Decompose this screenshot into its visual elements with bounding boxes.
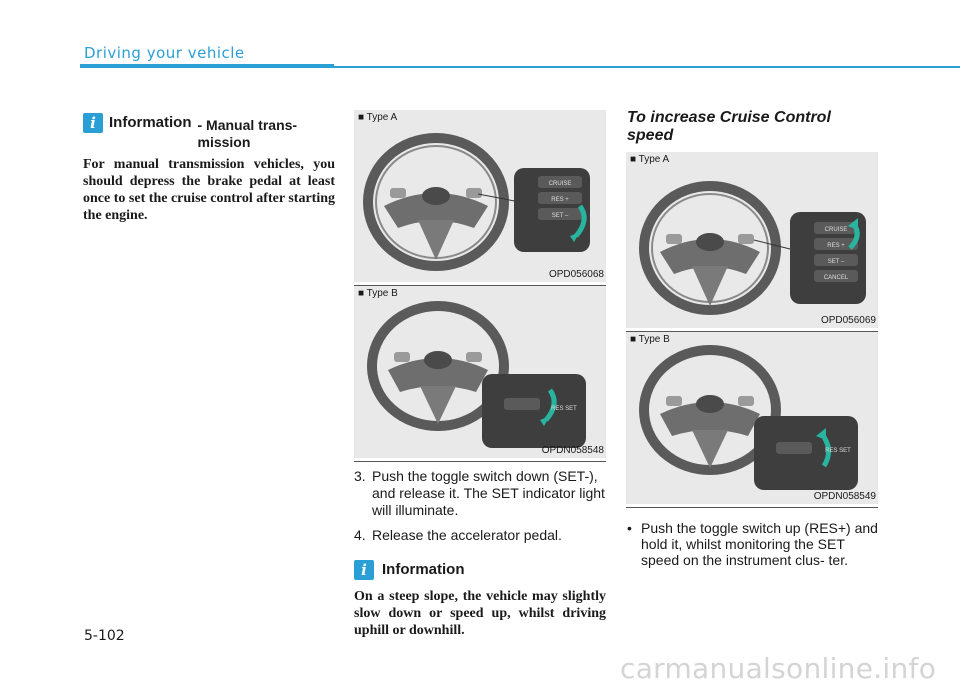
cruise-label: CRUISE: [825, 227, 848, 233]
info-title: Information: [109, 114, 192, 131]
watermark: carmanualsonline.info: [620, 652, 937, 685]
step-number: 4.: [354, 527, 366, 543]
steering-wheel-illustration: [639, 181, 781, 315]
figure-type-label: ■ Type A: [630, 154, 670, 165]
info-title: Information: [382, 561, 465, 578]
res-set-label: RES SET: [551, 406, 577, 412]
bullet-dot: •: [627, 520, 632, 536]
figure-divider: [354, 461, 606, 462]
figure-divider: [626, 507, 878, 508]
res-label: RES +: [551, 197, 569, 203]
page-number: 5-102: [84, 628, 125, 644]
figure-steering-type-b-res: RES SET ■ Type B OPDN058549: [626, 332, 878, 504]
step-number: 3.: [354, 468, 366, 484]
steering-wheel-illustration: [367, 301, 509, 431]
step-text: Release the accelerator pedal.: [372, 527, 562, 543]
callout-line: [753, 239, 795, 251]
figure-type-label: ■ Type B: [630, 334, 670, 345]
section-title: Driving your vehicle: [84, 44, 245, 62]
button-closeup: RES SET: [754, 416, 858, 490]
list-item: 4. Release the accelerator pedal.: [354, 527, 606, 544]
steering-wheel-illustration: [363, 133, 509, 271]
button-closeup: RES SET: [482, 374, 586, 448]
figure-steering-type-a-set: CRUISE RES + SET – ■ Type A OPD056068: [354, 110, 606, 282]
figure-code: OPD056068: [548, 269, 604, 280]
list-item: • Push the toggle switch up (RES+) and h…: [627, 520, 879, 568]
list-item: 3. Push the toggle switch down (SET-), a…: [354, 468, 606, 519]
cancel-label: CANCEL: [824, 275, 849, 281]
figure-type-label: ■ Type A: [358, 112, 398, 123]
res-label: RES +: [827, 243, 845, 249]
figure-code: OPDN058548: [541, 445, 604, 456]
info-subtitle: - Manual trans- mission: [197, 117, 298, 150]
info-box-manual-transmission: i Information - Manual trans- mission: [83, 113, 333, 151]
info-text-manual-transmission: For manual transmission vehicles, you sh…: [83, 157, 335, 223]
figure-divider: [354, 285, 606, 286]
button-closeup: CRUISE RES + SET –: [514, 168, 590, 252]
info-icon: i: [83, 113, 103, 133]
info-box-steep-slope: i Information On a steep slope, the vehi…: [354, 560, 606, 639]
header-rule-thin: [334, 66, 960, 68]
figure-divider: [626, 331, 878, 332]
res-set-label: RES SET: [825, 448, 851, 454]
bullet-text: Push the toggle switch up (RES+) and hol…: [641, 520, 878, 568]
callout-line: [477, 193, 521, 203]
info-text-steep-slope: On a steep slope, the vehicle may slight…: [354, 589, 606, 638]
step-text: Push the toggle switch down (SET-), and …: [372, 468, 605, 518]
figure-steering-type-b-set: RES SET ■ Type B OPDN058548: [354, 286, 606, 458]
cruise-label: CRUISE: [549, 181, 572, 187]
figure-code: OPDN058549: [813, 491, 876, 502]
step-list: 3. Push the toggle switch down (SET-), a…: [354, 468, 606, 552]
header-rule-thick: [80, 64, 334, 68]
steering-wheel-illustration: [639, 345, 781, 475]
figure-code: OPD056069: [820, 315, 876, 326]
button-closeup: CRUISE RES + SET – CANCEL: [790, 212, 866, 304]
bullet-list: • Push the toggle switch up (RES+) and h…: [627, 520, 879, 568]
figure-type-label: ■ Type B: [358, 288, 398, 299]
info-icon: i: [354, 560, 374, 580]
section-heading: To increase Cruise Control speed: [627, 109, 831, 144]
figure-steering-type-a-res: CRUISE RES + SET – CANCEL ■ Type A OPD05…: [626, 152, 878, 328]
set-label: SET –: [828, 259, 845, 265]
set-label: SET –: [552, 213, 569, 219]
